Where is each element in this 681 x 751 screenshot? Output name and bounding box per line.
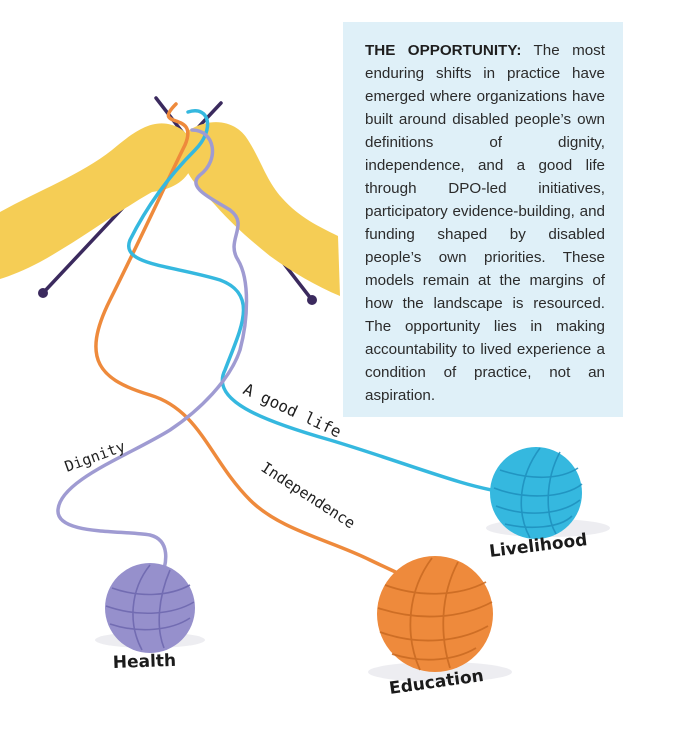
yarn-ball-icon	[490, 447, 583, 539]
hands-knitting-illustration	[0, 122, 340, 296]
opportunity-body: The most enduring shifts in practice hav…	[365, 42, 605, 404]
blue-yarn-thread	[127, 109, 502, 494]
purple-yarn-thread	[56, 128, 249, 582]
orange-yarn-thread	[94, 102, 422, 587]
opportunity-text: THE OPPORTUNITY: The most enduring shift…	[365, 39, 605, 407]
good-life-label: A good life	[240, 379, 344, 441]
yarn-ball-icon	[377, 556, 493, 672]
needle-tip-right	[307, 295, 317, 305]
yarn-threads	[56, 102, 502, 587]
independence-label: Independence	[258, 458, 359, 532]
yarn-ball-icon	[105, 563, 195, 653]
health-label: Health	[112, 651, 176, 673]
opportunity-callout: THE OPPORTUNITY: The most enduring shift…	[343, 22, 623, 417]
needle-tip-left	[38, 288, 48, 298]
opportunity-lead: THE OPPORTUNITY:	[365, 42, 522, 59]
